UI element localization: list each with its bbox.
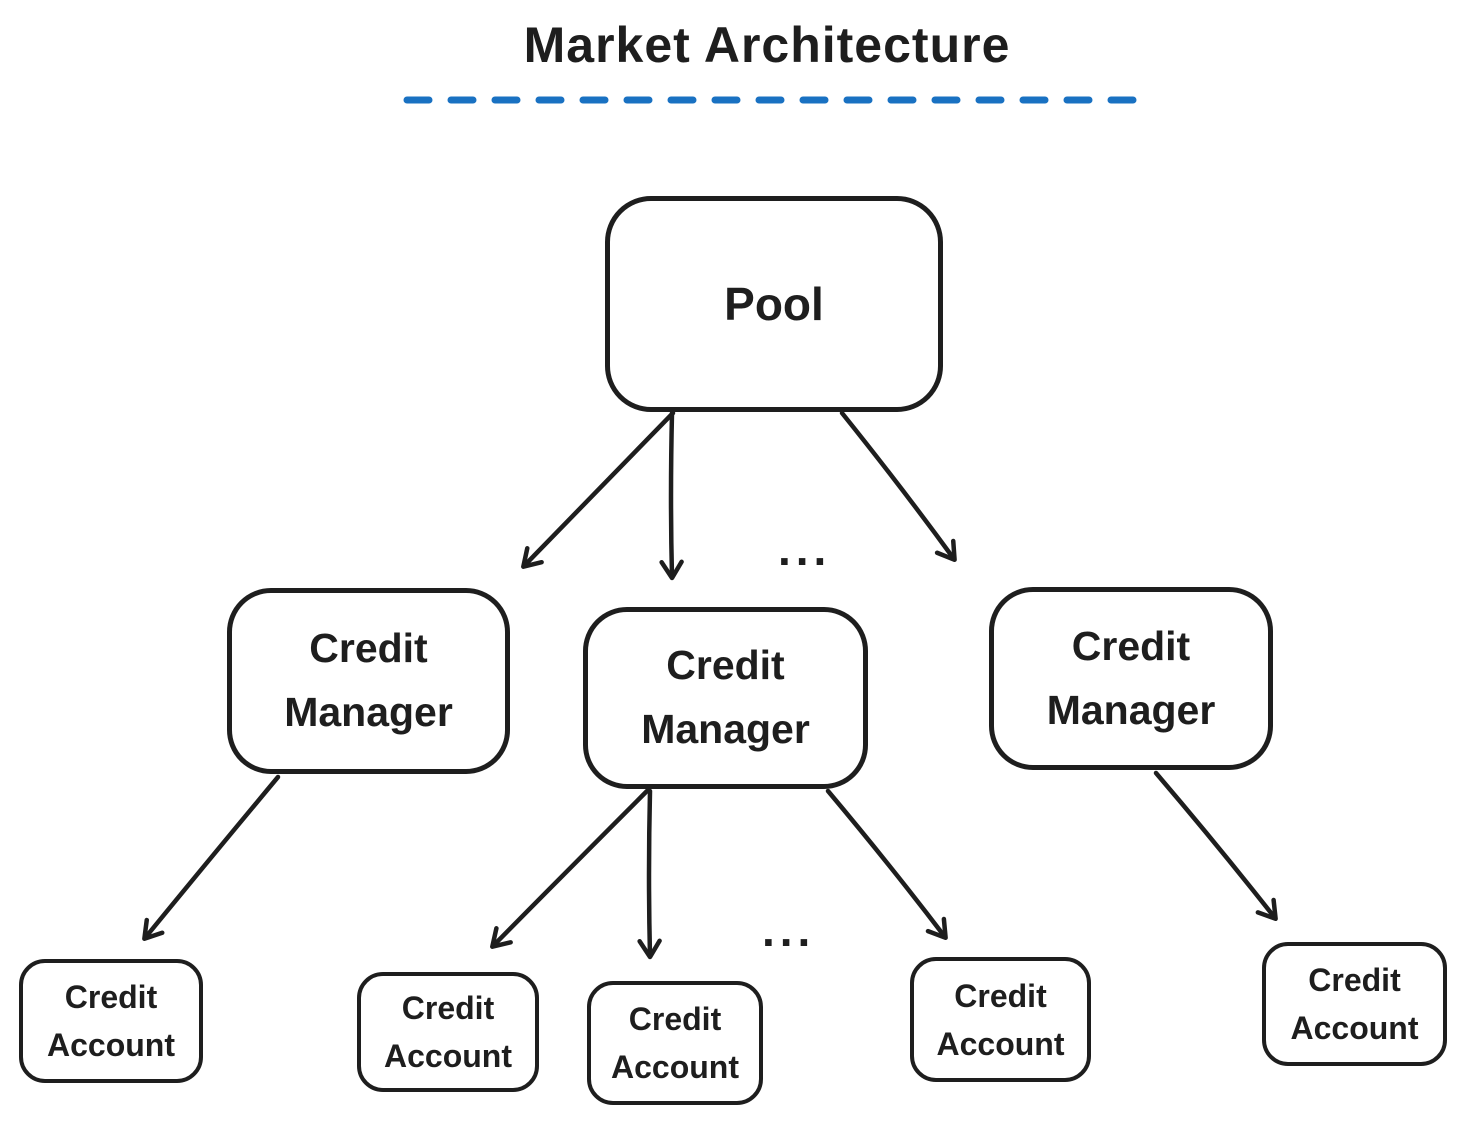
node-credit-manager-middle: Credit Manager <box>583 607 868 789</box>
arrow-pool-to-manager-right <box>839 410 957 563</box>
node-credit-account-4-label: Credit Account <box>936 977 1065 1062</box>
arrow-manager-right-to-account-5 <box>1153 770 1278 922</box>
node-pool: Pool <box>605 196 943 412</box>
diagram-title: Market Architecture <box>523 17 1011 73</box>
node-credit-manager-left-label: Credit Manager <box>284 625 453 735</box>
arrow-manager-middle-to-account-2 <box>490 787 651 949</box>
node-credit-account-1-label: Credit Account <box>47 979 175 1063</box>
node-pool-label: Pool <box>724 278 824 330</box>
node-credit-manager-right: Credit Manager <box>989 587 1273 770</box>
ellipsis-managers: ... <box>778 523 832 575</box>
node-credit-account-5: Credit Account <box>1262 942 1447 1066</box>
node-credit-account-1: Credit Account <box>19 959 203 1083</box>
arrow-pool-to-manager-middle <box>659 410 684 581</box>
node-credit-manager-right-label: Credit Manager <box>1046 622 1216 733</box>
arrow-manager-middle-to-account-4 <box>825 788 948 941</box>
node-credit-account-4: Credit Account <box>910 957 1091 1082</box>
node-credit-account-3-label: Credit Account <box>611 1001 739 1085</box>
arrow-manager-left-to-account-1 <box>142 774 281 942</box>
node-credit-account-5-label: Credit Account <box>1290 962 1419 1046</box>
node-credit-manager-middle-label: Credit Manager <box>641 642 810 752</box>
node-credit-account-2: Credit Account <box>357 972 539 1092</box>
ellipsis-accounts: ... <box>762 904 816 956</box>
node-credit-account-3: Credit Account <box>587 981 763 1105</box>
arrow-pool-to-manager-left <box>521 410 676 569</box>
arrow-manager-middle-to-account-3 <box>637 788 662 960</box>
node-credit-manager-left: Credit Manager <box>227 588 510 774</box>
node-credit-account-2-label: Credit Account <box>384 990 512 1074</box>
